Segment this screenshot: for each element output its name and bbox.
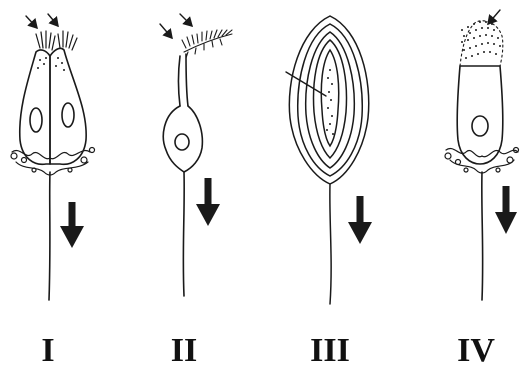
signal-direction-arrow-icon <box>495 186 517 234</box>
nerve-net-icon <box>445 148 519 174</box>
panel-label-i: I <box>41 334 54 368</box>
axon-line <box>183 172 184 296</box>
nucleus-left <box>30 108 42 132</box>
stipple-texture-icon <box>326 69 334 135</box>
panel-2 <box>160 14 232 296</box>
signal-direction-arrow-icon <box>348 196 372 244</box>
panel-4 <box>445 10 519 300</box>
nucleus-right <box>62 103 74 127</box>
nucleus <box>472 116 488 136</box>
dendrite-line <box>179 56 181 106</box>
panel-label-ii: II <box>171 334 197 368</box>
signal-direction-arrow-icon <box>60 202 84 248</box>
cilia-tuft-icon <box>36 31 77 50</box>
axon-line <box>482 172 483 300</box>
signal-direction-arrow-icon <box>196 178 220 226</box>
neuron-cell-body <box>163 106 202 172</box>
panel-3 <box>286 16 372 304</box>
stimulus-arrow-icon <box>26 14 58 28</box>
axon-line <box>49 172 50 300</box>
panel-1 <box>11 14 95 300</box>
receptor-cell-left <box>20 50 50 164</box>
panel-label-iii: III <box>310 334 350 368</box>
stimulus-arrow-icon <box>160 14 192 38</box>
dendrite-tuft-icon <box>182 30 232 58</box>
cilia-tuft-icon <box>461 21 501 59</box>
lamellar-capsule-icon <box>289 16 368 184</box>
nucleus <box>175 134 189 150</box>
ciliated-cell-body <box>457 66 503 164</box>
stipple-texture-icon <box>37 57 65 71</box>
panel-label-iv: IV <box>457 334 495 368</box>
axon-line <box>330 184 331 304</box>
